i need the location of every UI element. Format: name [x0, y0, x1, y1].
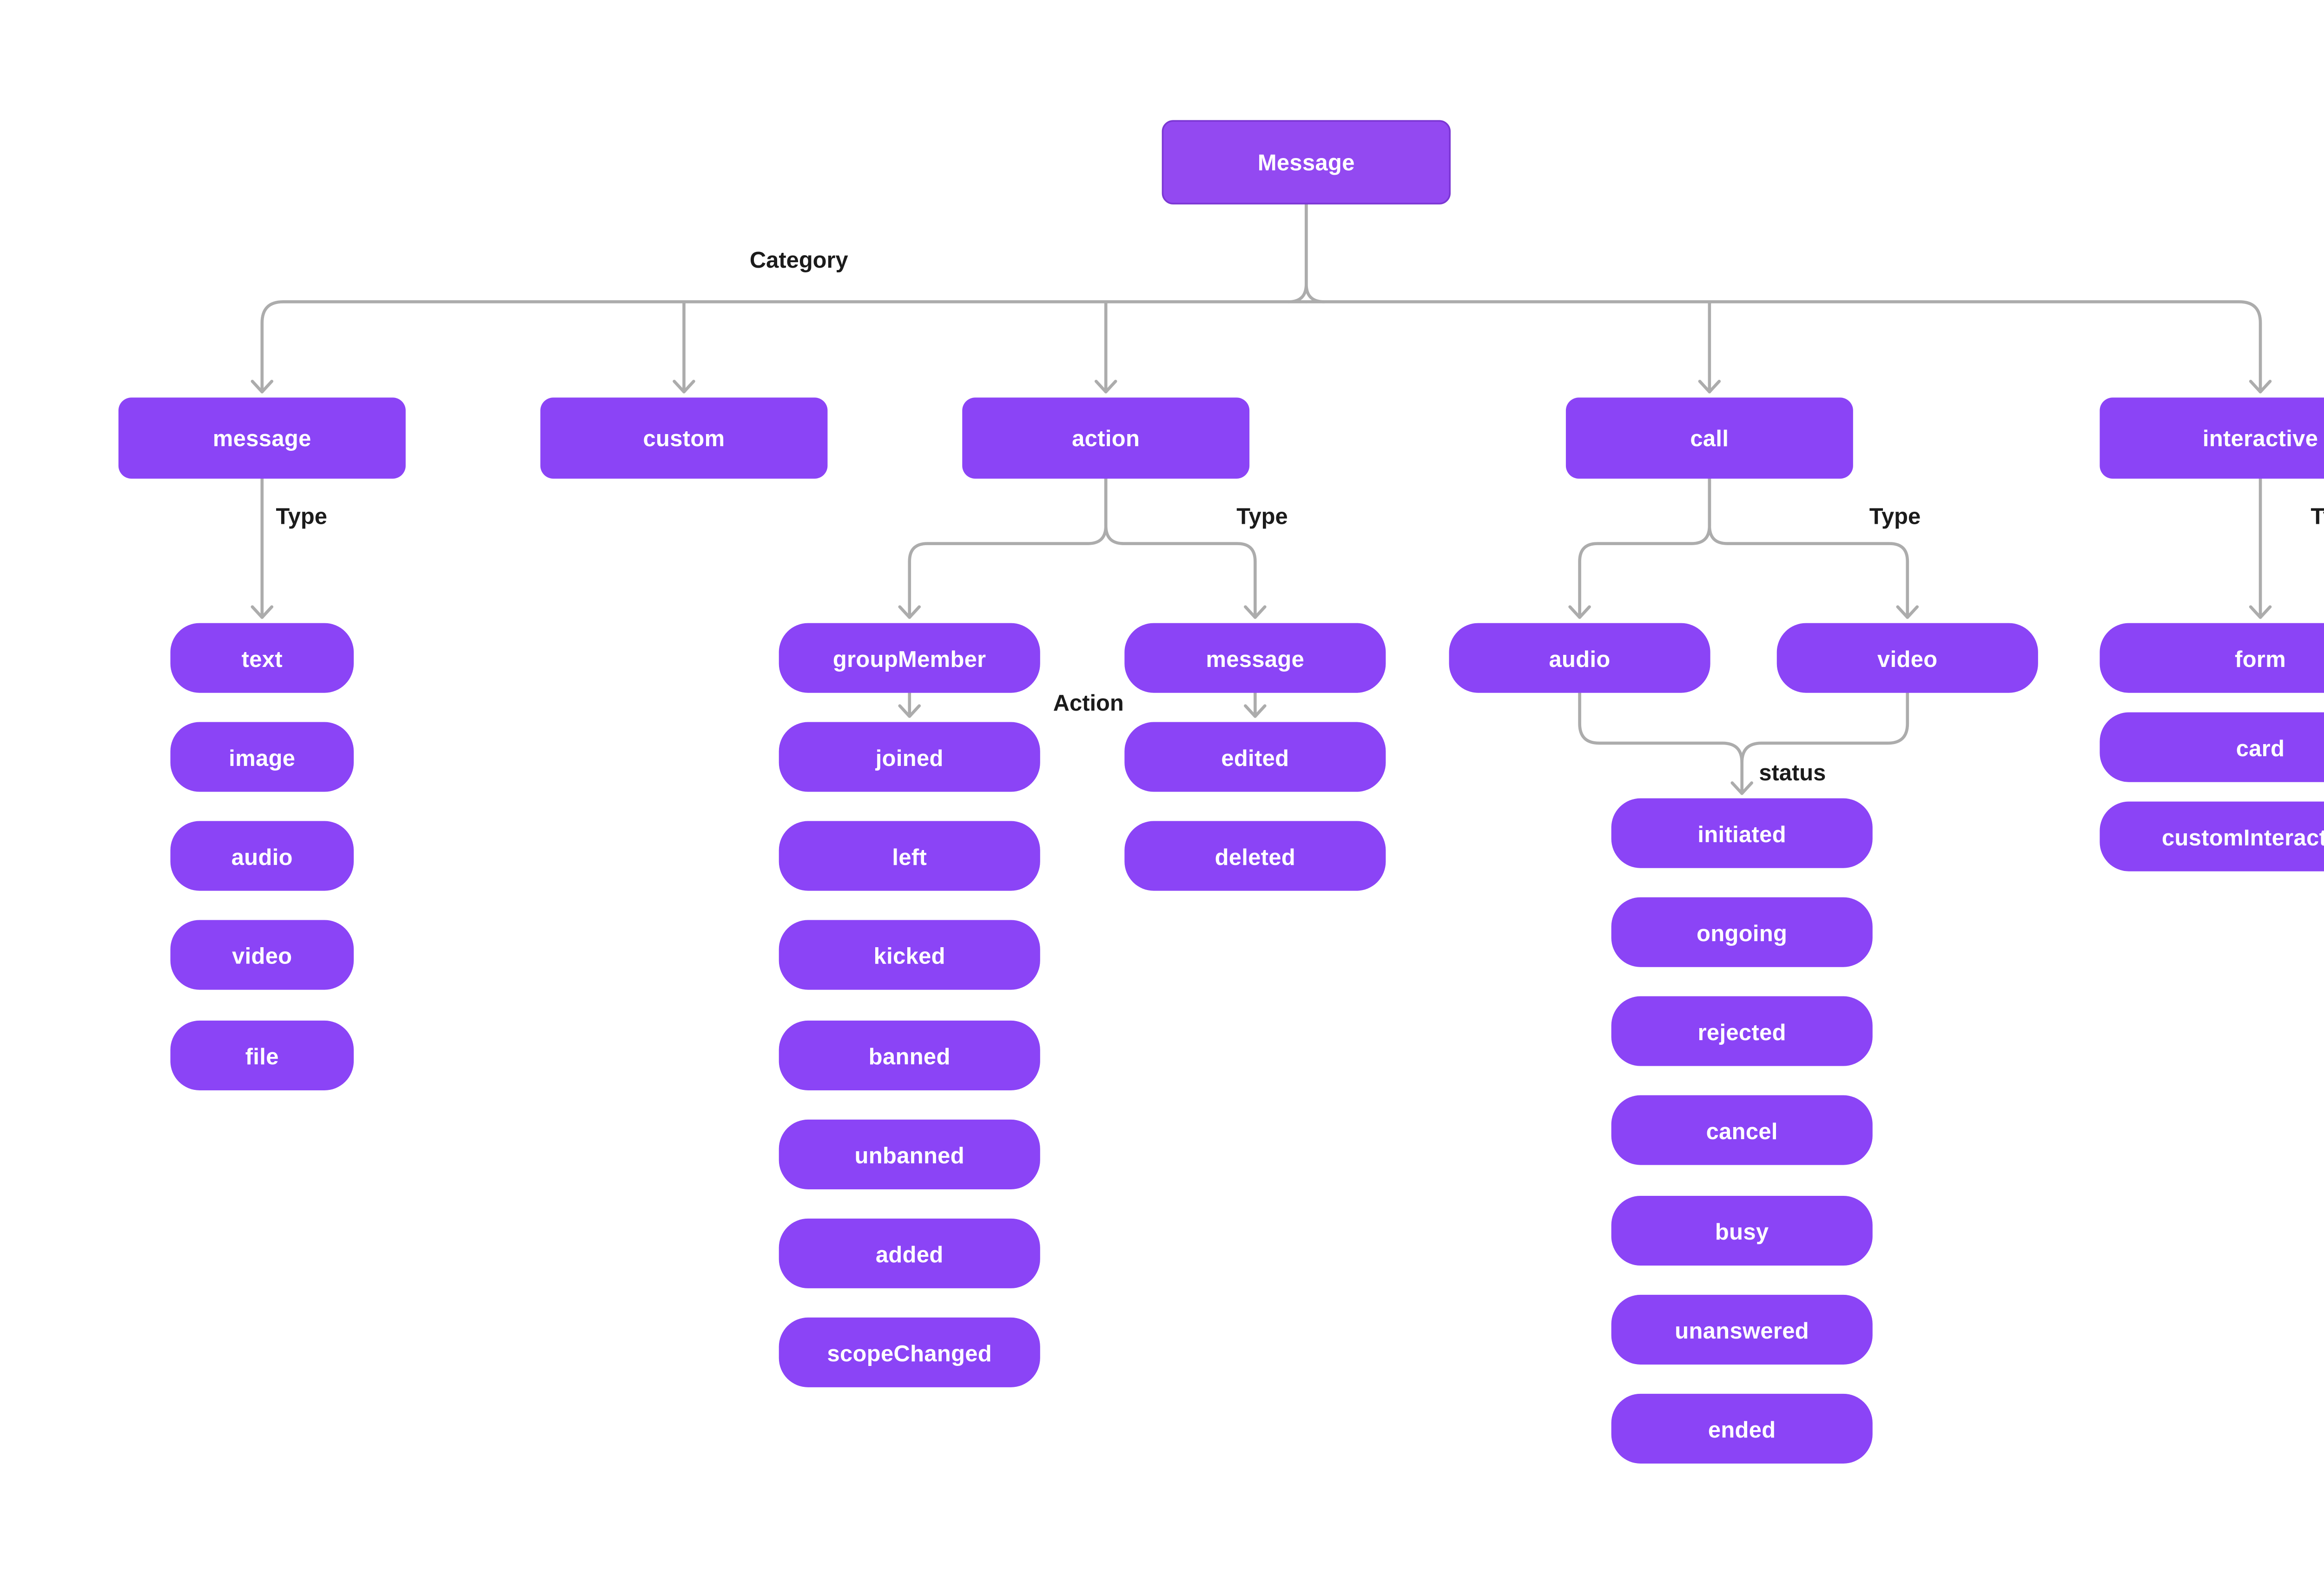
- node-category-interactive: interactive: [2100, 397, 2324, 479]
- edge-label-type-action: Type: [1236, 503, 1288, 529]
- node-message-type-image: image: [170, 722, 354, 792]
- node-call-type-video: video: [1776, 623, 2038, 693]
- node-message-type-file: file: [170, 1020, 354, 1091]
- node-message-type-video: video: [170, 920, 354, 990]
- node-interactive-type-custominteractive: customInteractive: [2100, 801, 2324, 871]
- node-am-action-deleted: deleted: [1124, 821, 1386, 891]
- node-am-action-edited: edited: [1124, 722, 1386, 792]
- node-gm-action-kicked: kicked: [779, 920, 1040, 990]
- node-gm-action-added: added: [779, 1218, 1040, 1288]
- node-gm-action-scopechanged: scopeChanged: [779, 1317, 1040, 1387]
- node-call-status-busy: busy: [1611, 1195, 1873, 1266]
- node-category-custom: custom: [540, 397, 828, 479]
- edge-label-type-interactive: Type: [2311, 503, 2324, 529]
- node-call-status-initiated: initiated: [1611, 798, 1873, 868]
- node-interactive-type-card: card: [2100, 712, 2324, 782]
- node-call-status-cancel: cancel: [1611, 1095, 1873, 1165]
- node-message-root: Message: [1162, 120, 1451, 204]
- edge-trunk-to-message: [251, 300, 1308, 394]
- node-gm-action-banned: banned: [779, 1020, 1040, 1091]
- node-category-message: message: [118, 397, 406, 479]
- edge-trunk-to-interactive: [1305, 300, 2272, 394]
- node-call-status-ended: ended: [1611, 1393, 1873, 1464]
- edge-label-type-call: Type: [1869, 503, 1921, 529]
- edge-root-feeder-left-fillet: [1287, 203, 1308, 303]
- edge-audio-merge-to-initiated: [1578, 691, 1753, 795]
- node-call-type-audio: audio: [1449, 623, 1710, 693]
- node-gm-action-joined: joined: [779, 722, 1040, 792]
- node-gm-action-unbanned: unbanned: [779, 1119, 1040, 1189]
- node-call-status-unanswered: unanswered: [1611, 1294, 1873, 1365]
- node-action-type-message: message: [1124, 623, 1386, 693]
- edge-video-merge: [1740, 691, 1909, 765]
- edge-call-to-video: [1708, 477, 1919, 619]
- node-message-type-text: text: [170, 623, 354, 693]
- node-call-status-ongoing: ongoing: [1611, 897, 1873, 967]
- edge-label-action: Action: [1053, 689, 1124, 716]
- node-message-type-audio: audio: [170, 821, 354, 891]
- node-interactive-type-form: form: [2100, 623, 2324, 693]
- edge-action-to-groupmember: [898, 477, 1108, 619]
- node-call-status-rejected: rejected: [1611, 996, 1873, 1066]
- edge-label-status: status: [1759, 759, 1826, 785]
- node-gm-action-left: left: [779, 821, 1040, 891]
- node-category-action: action: [962, 397, 1250, 479]
- edge-root-feeder-right-fillet: [1305, 203, 1326, 303]
- edge-label-type-message: Type: [276, 503, 327, 529]
- node-action-type-groupmember: groupMember: [779, 623, 1040, 693]
- edge-action-to-message: [1104, 477, 1267, 619]
- edge-call-to-audio: [1568, 477, 1711, 619]
- node-category-call: call: [1565, 397, 1853, 479]
- edge-label-category: Category: [749, 246, 848, 273]
